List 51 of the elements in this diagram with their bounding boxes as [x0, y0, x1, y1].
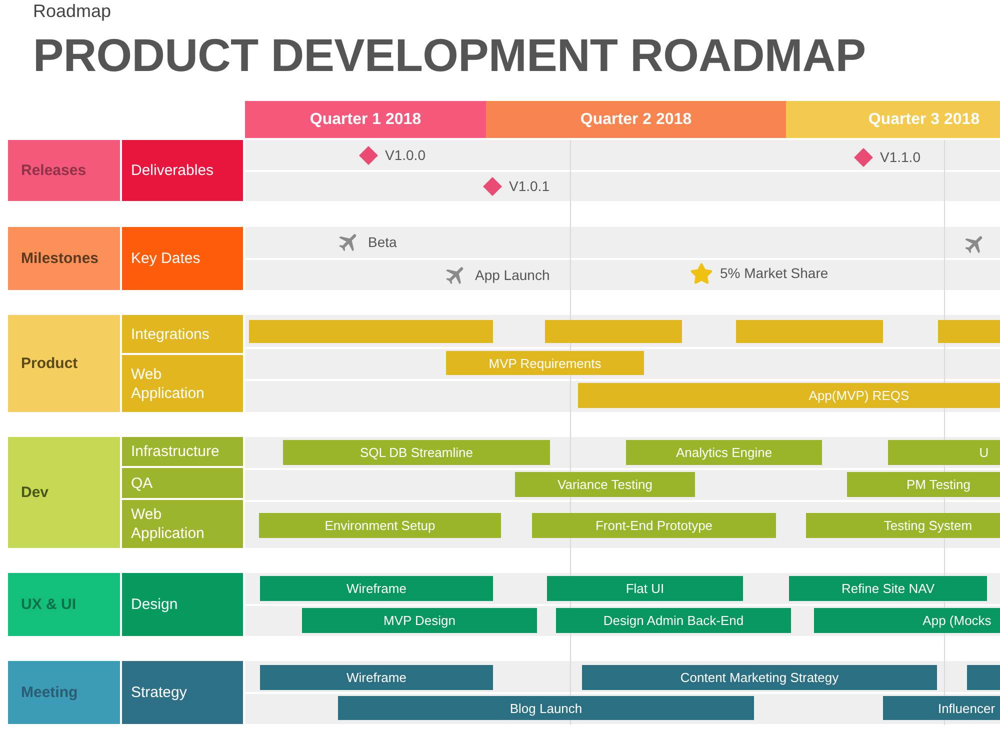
category-band: UX & UI — [8, 573, 120, 636]
subcategory-band: Integrations — [122, 315, 243, 353]
task-bar — [938, 320, 1000, 343]
section-label: Roadmap — [33, 1, 112, 22]
milestone-label: V1.1.0 — [880, 149, 920, 165]
task-bar — [736, 320, 883, 343]
subcategory-band: Design — [122, 573, 243, 636]
milestone-label: 5% Market Share — [720, 265, 828, 281]
task-bar: MVP Design — [302, 608, 537, 633]
category-band: Product — [8, 315, 120, 412]
subcategory-band: QA — [122, 468, 243, 498]
subcategory-band: Web Application — [122, 500, 243, 548]
milestone-label: Beta — [368, 234, 397, 250]
category-band: Meeting — [8, 661, 120, 724]
subcategory-band: Strategy — [122, 661, 243, 724]
task-bar: PM Testing — [847, 472, 1000, 497]
task-bar: App(MVP) REQS — [578, 383, 1000, 408]
task-bar: U — [888, 440, 1000, 465]
task-bar: Blog Launch — [338, 696, 754, 720]
task-bar: App (Mocks — [814, 608, 1000, 633]
category-band: Milestones — [8, 227, 120, 290]
task-bar — [967, 665, 1000, 690]
task-bar: Wireframe — [260, 576, 493, 601]
task-bar: Wireframe — [260, 665, 493, 690]
category-band: Dev — [8, 437, 120, 548]
page-title: PRODUCT DEVELOPMENT ROADMAP — [33, 28, 866, 82]
subcategory-band: Web Application — [122, 355, 243, 412]
milestone-label: V1.0.1 — [509, 178, 550, 194]
milestone-label: V1.0.0 — [385, 147, 426, 163]
task-bar: MVP Requirements — [446, 351, 644, 375]
subcategory-band: Deliverables — [122, 140, 243, 201]
task-bar: Design Admin Back-End — [556, 608, 791, 633]
milestone-label: App Launch — [475, 267, 550, 283]
task-bar: Testing System — [806, 513, 1000, 538]
quarter-header: Quarter 2 2018 — [486, 101, 786, 138]
task-bar: SQL DB Streamline — [283, 440, 550, 465]
quarter-header: Quarter 3 2018 — [786, 101, 1000, 138]
task-bar — [545, 320, 682, 343]
task-bar: Influencer — [883, 696, 1000, 720]
task-bar — [249, 320, 493, 343]
task-bar: Variance Testing — [515, 472, 695, 497]
task-bar: Front-End Prototype — [532, 513, 776, 538]
category-band: Releases — [8, 140, 120, 201]
task-bar: Analytics Engine — [626, 440, 822, 465]
subcategory-band: Key Dates — [122, 227, 243, 290]
quarter-header: Quarter 1 2018 — [245, 101, 486, 138]
task-bar: Content Marketing Strategy — [582, 665, 937, 690]
task-bar: Refine Site NAV — [789, 576, 987, 601]
task-bar: Flat UI — [547, 576, 743, 601]
task-bar: Environment Setup — [259, 513, 501, 538]
subcategory-band: Infrastructure — [122, 437, 243, 466]
